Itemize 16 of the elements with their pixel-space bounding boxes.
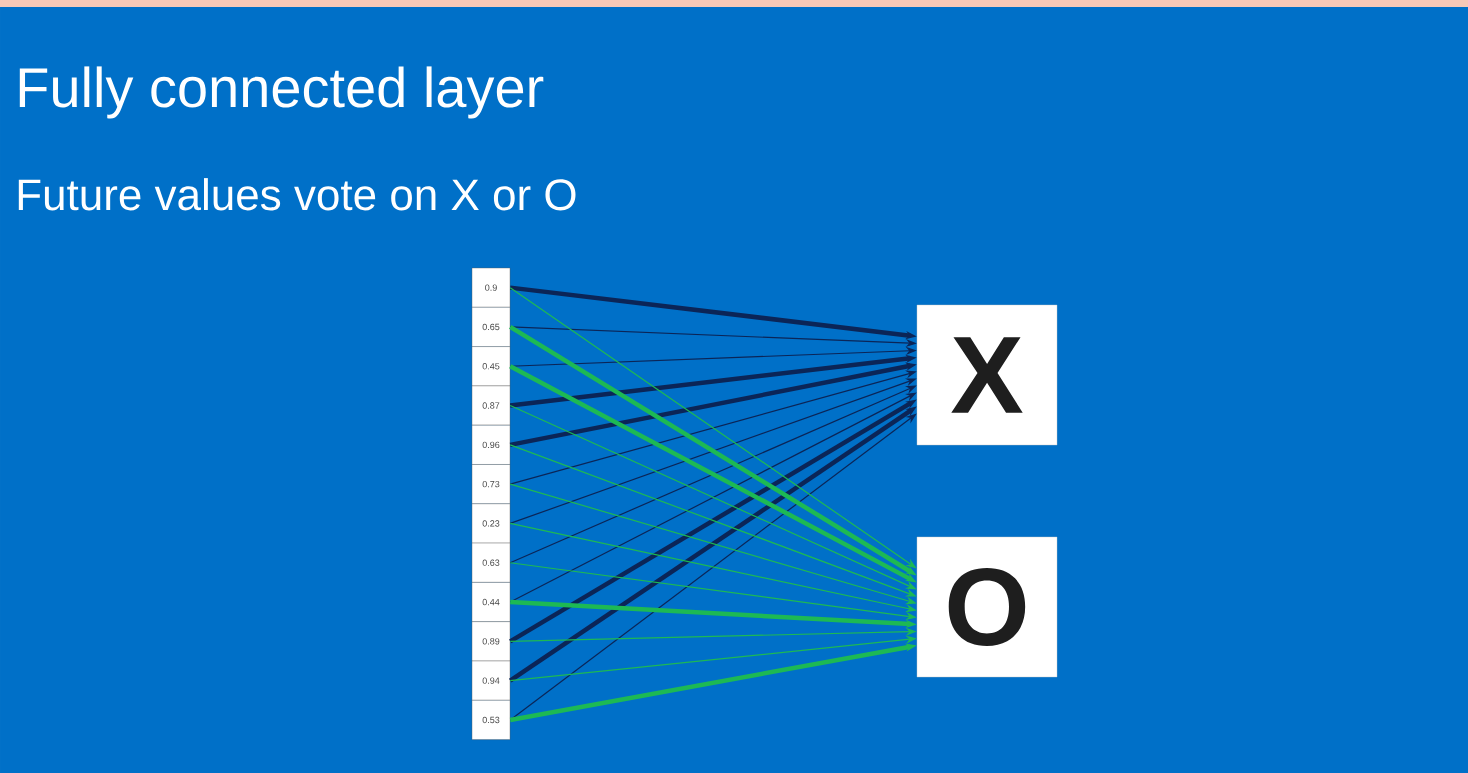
value-cell: 0.96 — [471, 425, 511, 465]
output-box: X — [916, 304, 1058, 446]
value-cell: 0.44 — [471, 582, 511, 622]
value-cell: 0.94 — [471, 660, 511, 701]
value-cell: 0.65 — [471, 307, 511, 347]
value-cell: 0.73 — [471, 464, 511, 504]
subtitle: Future values vote on X or O — [18, 178, 576, 211]
value-cell: 0.23 — [471, 503, 511, 544]
value-cell: 0.63 — [471, 542, 511, 583]
value-cell: 0.87 — [471, 385, 511, 426]
slide-title: Fully connected layer — [19, 66, 544, 119]
output-box: O — [916, 536, 1058, 678]
value-cell: 0.45 — [471, 346, 511, 387]
value-cell: 0.9 — [471, 267, 511, 308]
value-cell: 0.53 — [471, 700, 511, 740]
value-cell: 0.89 — [471, 621, 511, 662]
